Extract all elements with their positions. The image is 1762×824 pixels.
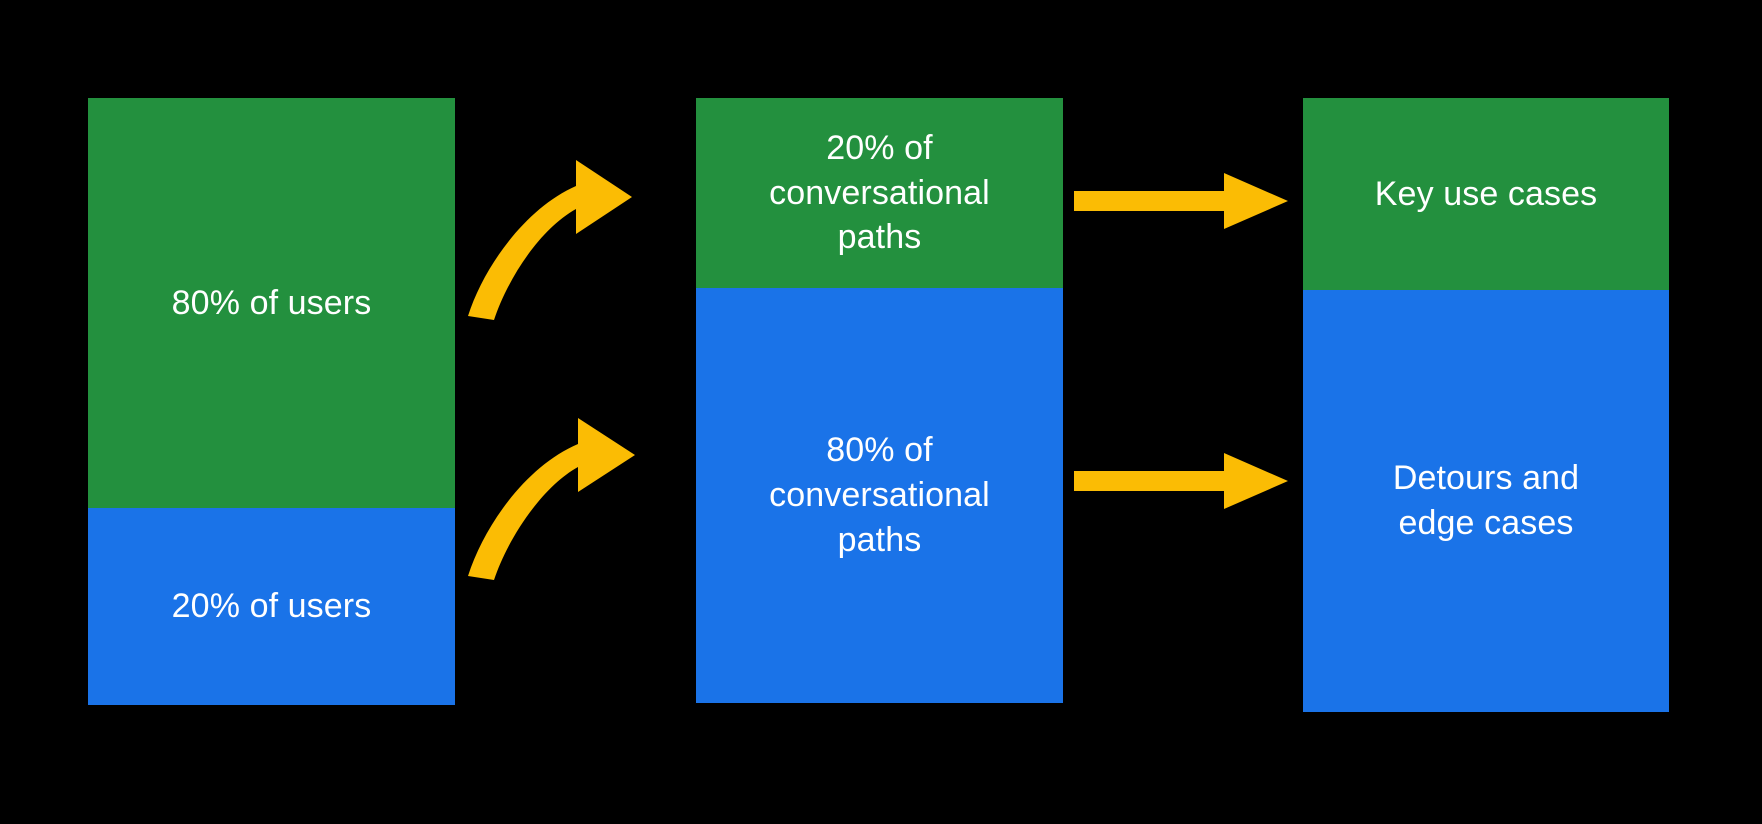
curved-arrow-up-icon [468, 418, 635, 580]
segment-users-majority[interactable]: 80% of users [88, 98, 455, 508]
segment-label-paths-majority: 80% of conversational paths [769, 431, 990, 559]
right-arrow-icon [1074, 453, 1288, 509]
segment-users-minority[interactable]: 20% of users [88, 508, 455, 705]
segment-label-users-majority: 80% of users [171, 283, 372, 322]
segment-label-paths-minority: 20% of conversational paths [769, 128, 990, 257]
segment-paths-minority[interactable]: 20% of conversational paths [696, 98, 1063, 288]
segment-label-detours-edge-cases: Detours and edge cases [1392, 459, 1580, 542]
segment-paths-majority[interactable]: 80% of conversational paths [696, 288, 1063, 703]
conversational-paths-column: 20% of conversational paths 80% of conve… [696, 98, 1063, 703]
segment-label-users-minority: 20% of users [171, 587, 372, 626]
segment-label-key-use-cases: Key use cases [1374, 174, 1598, 213]
segment-key-use-cases[interactable]: Key use cases [1303, 98, 1669, 290]
curved-arrow-up-icon [468, 160, 632, 320]
right-arrow-icon [1074, 173, 1288, 229]
users-column: 80% of users 20% of users [88, 98, 455, 705]
segment-detours-edge-cases[interactable]: Detours and edge cases [1303, 290, 1669, 712]
use-cases-column: Key use cases Detours and edge cases [1303, 98, 1669, 712]
